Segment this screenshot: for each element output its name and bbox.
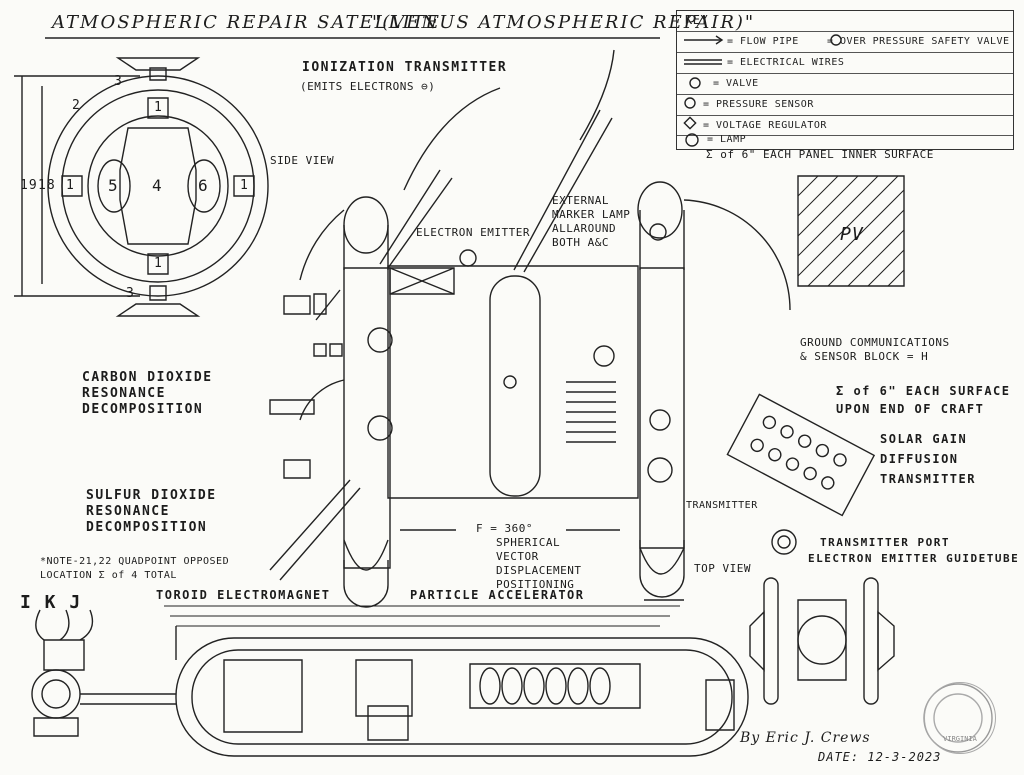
- side-view-assembly: [270, 50, 790, 607]
- label-vector: VECTOR: [496, 550, 539, 563]
- pv-panel: [798, 176, 904, 286]
- label-displacement: DISPLACEMENT: [496, 564, 582, 577]
- key-heading: KEY: [685, 13, 709, 27]
- label-transmitter: TRANSMITTER: [686, 500, 758, 511]
- label-guidetube: ELECTRON EMITTER GUIDETUBE: [808, 552, 1020, 565]
- solar-gain-transmitter: [727, 394, 874, 515]
- label-ionization-transmitter: IONIZATION TRANSMITTER: [302, 60, 508, 75]
- label-top-view: TOP VIEW: [694, 562, 751, 575]
- label-allaround: ALLAROUND: [552, 222, 617, 235]
- dim-19: 19: [20, 178, 38, 193]
- ring-front-view: [14, 58, 268, 316]
- part-4: 4: [152, 176, 163, 195]
- label-sensor-block: & SENSOR BLOCK = H: [800, 350, 929, 363]
- part-1-top: 1: [154, 100, 163, 115]
- label-electron-emitter: ELECTRON EMITTER: [416, 226, 530, 239]
- label-solar-gain: SOLAR GAIN: [880, 432, 968, 446]
- label-positioning: POSITIONING: [496, 578, 575, 591]
- label-ikj: I K J: [20, 592, 82, 613]
- label-spherical: SPHERICAL: [496, 536, 561, 549]
- part-2: 2: [72, 98, 81, 113]
- key-over-pressure: = OVER PRESSURE SAFETY VALVE: [827, 36, 1010, 47]
- legend-key: KEY = FLOW PIPE = OVER PRESSURE SAFETY V…: [676, 10, 1014, 150]
- panel-note: Σ of 6" EACH PANEL INNER SURFACE: [706, 148, 934, 161]
- part-1-bottom: 1: [154, 256, 163, 271]
- label-f-360: F = 360°: [476, 522, 533, 535]
- label-so2-decomposition: DECOMPOSITION: [86, 520, 208, 535]
- stamp-text: VIRGINIA: [943, 735, 977, 743]
- part-3-top: 3: [114, 74, 123, 89]
- part-6: 6: [198, 176, 209, 195]
- label-ground-comms: GROUND COMMUNICATIONS: [800, 336, 950, 349]
- label-side-view: SIDE VIEW: [270, 154, 335, 167]
- top-view-assembly: [750, 578, 894, 704]
- label-note-2: LOCATION Σ of 4 TOTAL: [40, 570, 177, 581]
- key-valve: = VALVE: [713, 78, 759, 89]
- label-co2-resonance: RESONANCE: [82, 386, 166, 401]
- particle-accelerator-drawing: [32, 606, 748, 756]
- label-pv: PV: [840, 224, 864, 245]
- label-diffusion: DIFFUSION: [880, 452, 959, 466]
- label-upon-end: UPON END OF CRAFT: [836, 402, 985, 416]
- key-flow-pipe: = FLOW PIPE: [727, 36, 799, 47]
- part-3-bottom: 3: [126, 286, 135, 301]
- key-voltage-regulator: = VOLTAGE REGULATOR: [703, 120, 827, 131]
- diagram-subtitle: "(VENUS ATMOSPHERIC REPAIR)": [372, 12, 756, 33]
- label-co2-decomposition: DECOMPOSITION: [82, 402, 204, 417]
- key-lamp: = LAMP: [707, 134, 747, 145]
- label-emits-electrons: (EMITS ELECTRONS ⊖): [300, 80, 436, 93]
- part-5: 5: [108, 176, 119, 195]
- part-1-left: 1: [66, 178, 75, 193]
- label-external: EXTERNAL: [552, 194, 609, 207]
- label-toroid-electromagnet: TOROID ELECTROMAGNET: [156, 588, 331, 602]
- part-1-right: 1: [240, 178, 249, 193]
- diagram-title: ATMOSPHERIC REPAIR SATELLITE: [52, 12, 441, 33]
- postmark-stamp: VIRGINIA: [924, 682, 996, 754]
- label-particle-accelerator: PARTICLE ACCELERATOR: [410, 588, 585, 602]
- label-so2: SULFUR DIOXIDE: [86, 488, 217, 503]
- label-transmitter-block: TRANSMITTER: [880, 472, 976, 486]
- dim-18: 18: [38, 178, 56, 193]
- label-so2-resonance: RESONANCE: [86, 504, 170, 519]
- label-note: *NOTE-21,22 QUADPOINT OPPOSED: [40, 556, 230, 567]
- label-date: DATE: 12-3-2023: [818, 750, 942, 764]
- signature: By Eric J. Crews: [740, 730, 871, 746]
- label-both-ac: BOTH A&C: [552, 236, 609, 249]
- key-pressure-sensor: = PRESSURE SENSOR: [703, 99, 814, 110]
- label-transmitter-port: TRANSMITTER PORT: [820, 536, 950, 549]
- key-electrical-wires: = ELECTRICAL WIRES: [727, 57, 845, 68]
- label-co2: CARBON DIOXIDE: [82, 370, 213, 385]
- label-marker-lamp: MARKER LAMP: [552, 208, 631, 221]
- label-each-surface: Σ of 6" EACH SURFACE: [836, 384, 1011, 398]
